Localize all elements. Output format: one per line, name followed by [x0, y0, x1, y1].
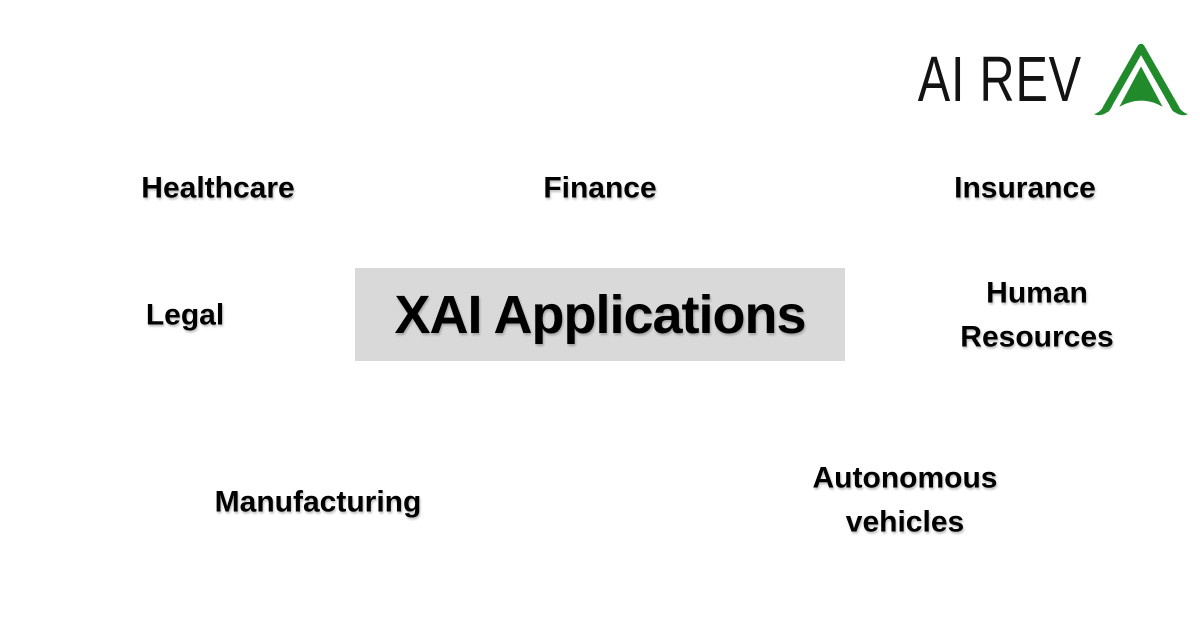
label-autonomous-vehicles: Autonomous vehicles: [812, 461, 998, 539]
ai-rev-logo: AI REV: [866, 40, 1188, 118]
label-healthcare: Healthcare: [141, 171, 295, 205]
center-box-title: XAI Applications: [394, 284, 806, 345]
label-insurance: Insurance: [954, 171, 1096, 205]
label-human-resources: Human Resources: [960, 276, 1114, 354]
label-finance: Finance: [543, 171, 657, 205]
label-manufacturing: Manufacturing: [214, 485, 422, 519]
label-legal: Legal: [145, 298, 225, 332]
ai-rev-logo-text: AI REV: [917, 43, 1082, 115]
ai-rev-arrowhead-icon: [1094, 43, 1188, 115]
center-box: XAI Applications: [355, 268, 845, 361]
